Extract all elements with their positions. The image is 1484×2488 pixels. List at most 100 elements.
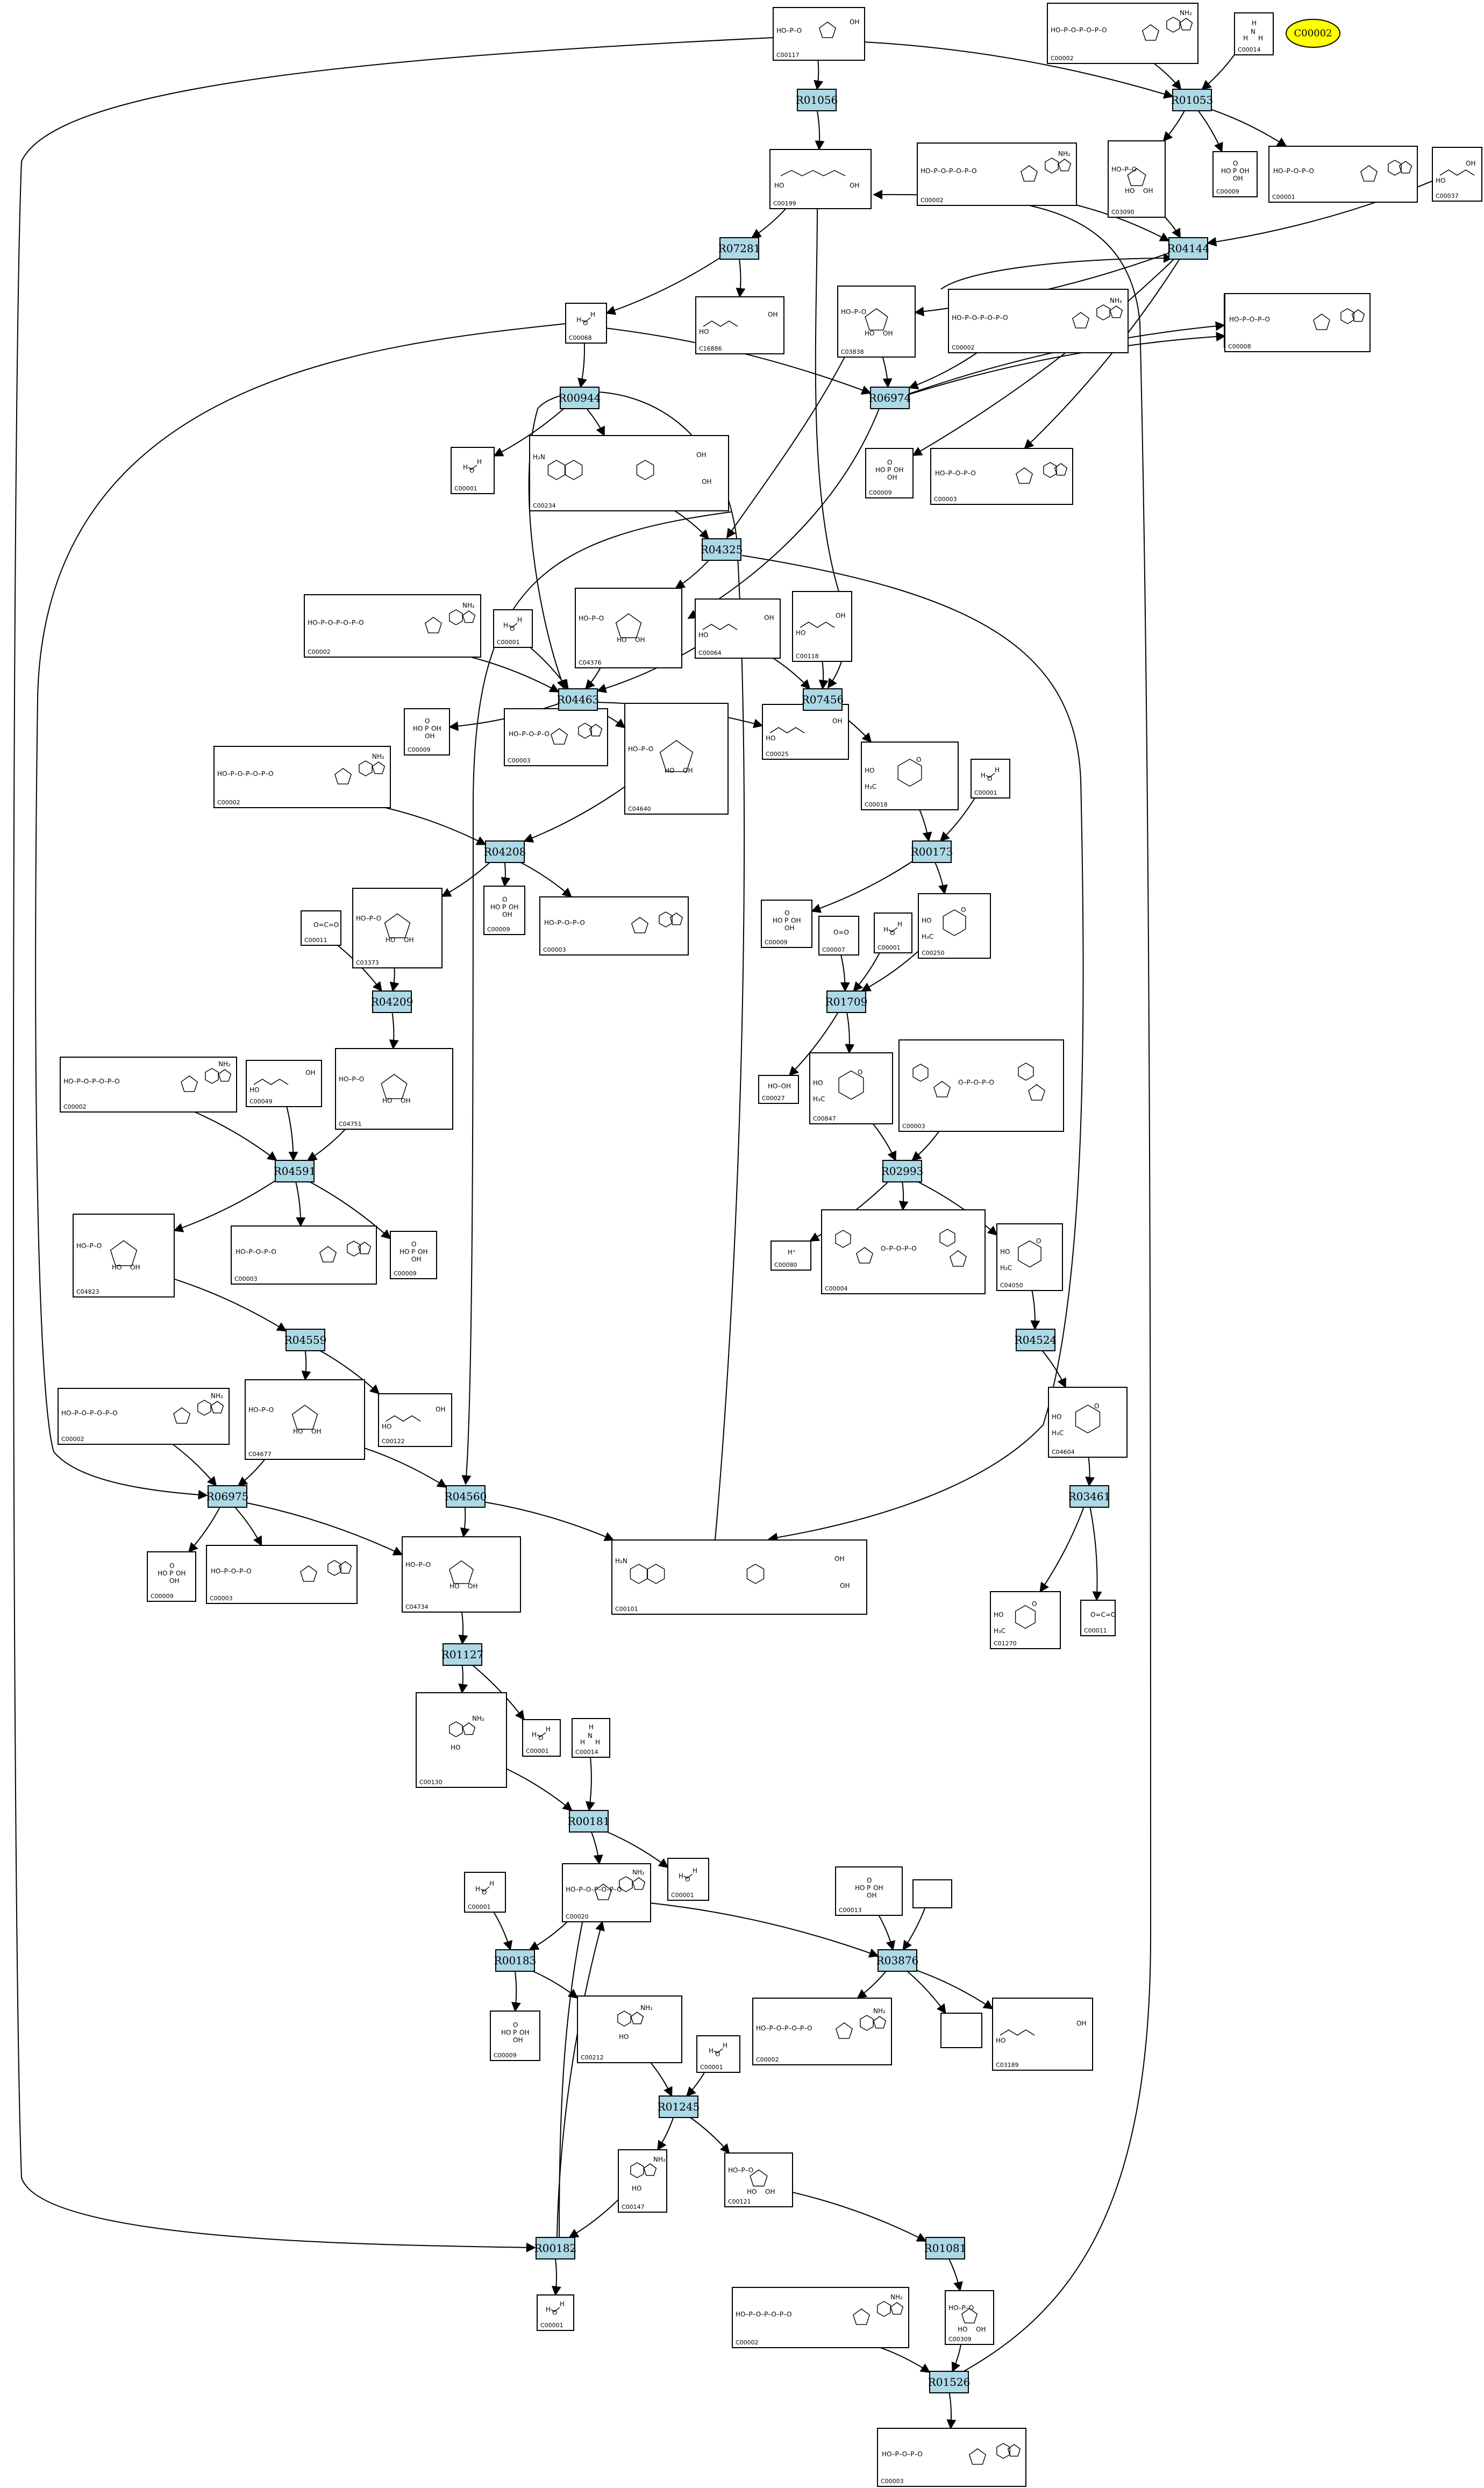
reaction-r01127[interactable]: R01127 bbox=[441, 1643, 484, 1666]
compound-box[interactable] bbox=[930, 448, 1073, 505]
compound-box[interactable] bbox=[1048, 1387, 1128, 1458]
compound-box[interactable] bbox=[618, 2149, 667, 2213]
compound-box[interactable] bbox=[335, 1048, 453, 1130]
reaction-r01081[interactable]: R01081 bbox=[924, 2237, 967, 2259]
compound-box[interactable] bbox=[352, 888, 443, 968]
compound-box[interactable] bbox=[301, 910, 341, 946]
compound-box[interactable] bbox=[752, 1998, 892, 2065]
reaction-r00173[interactable]: R00173 bbox=[911, 840, 953, 863]
reaction-r01709[interactable]: R01709 bbox=[825, 990, 868, 1013]
compound-box[interactable] bbox=[837, 286, 916, 358]
compound-box[interactable] bbox=[758, 1075, 799, 1104]
reaction-box[interactable] bbox=[826, 990, 866, 1013]
compound-c00080-48[interactable]: H⁺C00080 bbox=[770, 1241, 811, 1271]
compound-blank-68[interactable] bbox=[912, 1879, 952, 1908]
compound-box[interactable] bbox=[821, 1209, 986, 1294]
compound-box[interactable] bbox=[1080, 1600, 1116, 1636]
compound-box[interactable] bbox=[562, 1863, 651, 1922]
reaction-box[interactable] bbox=[558, 688, 598, 711]
compound-box[interactable] bbox=[861, 742, 959, 810]
reaction-box[interactable] bbox=[719, 237, 759, 260]
reaction-r01526[interactable]: R01526 bbox=[928, 2371, 971, 2393]
reaction-box[interactable] bbox=[443, 1643, 482, 1666]
compound-box[interactable] bbox=[695, 296, 784, 354]
reaction-r07456[interactable]: R07456 bbox=[802, 688, 844, 711]
compound-box[interactable] bbox=[761, 900, 812, 948]
reaction-r00182[interactable]: R00182 bbox=[534, 2237, 577, 2259]
compound-box[interactable] bbox=[898, 1039, 1064, 1132]
compound-box[interactable] bbox=[246, 1060, 322, 1107]
compound-box[interactable] bbox=[971, 759, 1010, 799]
reaction-r04208[interactable]: R04208 bbox=[484, 840, 526, 863]
compound-box[interactable] bbox=[575, 588, 682, 668]
compound-box[interactable] bbox=[945, 2290, 994, 2345]
compound-box[interactable] bbox=[1432, 147, 1482, 202]
reaction-box[interactable] bbox=[797, 89, 837, 111]
reaction-r00183[interactable]: R00183 bbox=[494, 1949, 537, 1972]
reaction-box[interactable] bbox=[870, 387, 910, 409]
reaction-r01056[interactable]: R01056 bbox=[796, 89, 838, 111]
compound-box[interactable] bbox=[1108, 140, 1166, 218]
reaction-box[interactable] bbox=[536, 2237, 575, 2259]
reaction-box[interactable] bbox=[929, 2371, 969, 2393]
compound-box[interactable] bbox=[402, 1536, 521, 1613]
compound-box[interactable] bbox=[769, 149, 872, 209]
compound-box[interactable] bbox=[213, 746, 391, 808]
compound-box[interactable] bbox=[390, 1231, 437, 1279]
compound-box[interactable] bbox=[245, 1379, 365, 1460]
compound-box[interactable] bbox=[1212, 151, 1258, 197]
reaction-r03876[interactable]: R03876 bbox=[876, 1949, 919, 1972]
compound-box[interactable] bbox=[464, 1872, 506, 1913]
compound-box[interactable] bbox=[577, 1995, 682, 2063]
compound-box[interactable] bbox=[416, 1692, 507, 1788]
compound-box[interactable] bbox=[1047, 3, 1198, 64]
compound-box[interactable] bbox=[504, 708, 608, 766]
compound-box[interactable] bbox=[877, 2428, 1026, 2487]
reaction-box[interactable] bbox=[877, 1949, 917, 1972]
reaction-box[interactable] bbox=[275, 1160, 315, 1182]
compound-box[interactable] bbox=[992, 1998, 1093, 2071]
reaction-box[interactable] bbox=[1069, 1485, 1109, 1508]
compound-box[interactable] bbox=[917, 142, 1077, 206]
compound-box[interactable] bbox=[773, 7, 865, 61]
reaction-r04209[interactable]: R04209 bbox=[371, 990, 413, 1013]
legend-compound-ellipse[interactable] bbox=[1286, 19, 1340, 48]
compound-box[interactable] bbox=[58, 1388, 230, 1445]
